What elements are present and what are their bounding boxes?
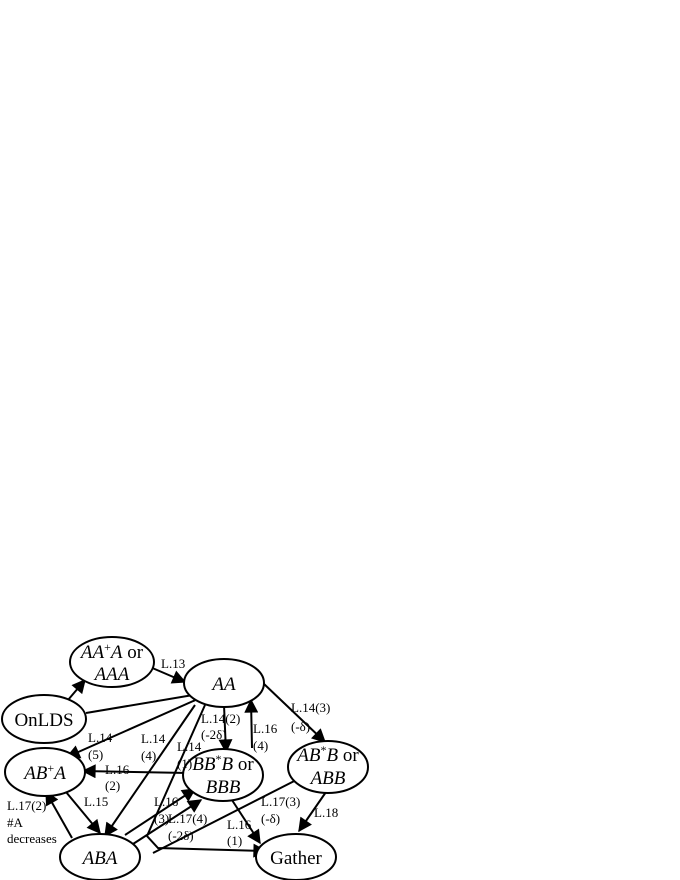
label-l14-2: L.14(2)	[201, 711, 240, 726]
node-abb-line1: AB*B or	[295, 743, 359, 766]
edge-aa-abb	[262, 682, 327, 743]
edge-aba-bbb-1	[124, 788, 197, 836]
node-aba[interactable]: ABA	[59, 833, 141, 880]
label-l16-3-sub: (3)	[154, 811, 169, 826]
label-l16-2-sub: (2)	[105, 778, 120, 793]
edge-aba-bbb-2	[132, 799, 203, 845]
edge-aaa-aa	[149, 666, 187, 684]
label-l17-2-c: decreases	[7, 831, 57, 846]
node-gather[interactable]: Gather	[255, 833, 337, 880]
label-l14-3-delta: (-δ)	[291, 719, 310, 734]
label-l16-1: L.16	[227, 817, 252, 832]
label-l17-3-delta: (-δ)	[261, 811, 280, 826]
edge-aa-bbb	[218, 704, 233, 754]
label-l13: L.13	[161, 656, 185, 671]
label-l14-5: L.14	[88, 730, 113, 745]
edge-aba-plus-aba	[65, 791, 101, 835]
label-l14-4: L.14	[141, 731, 166, 746]
node-aaa-line2: AAA	[93, 664, 130, 685]
node-aa-label: AA	[210, 674, 236, 695]
edge-aa-gather	[145, 704, 268, 858]
node-bbb[interactable]: BB*B or BBB	[182, 748, 264, 802]
node-bbb-line2: BBB	[206, 777, 241, 798]
label-l14-1: L.14	[177, 739, 202, 754]
edge-aba-aba-plus	[45, 790, 73, 839]
label-l16-3: L.16	[154, 794, 179, 809]
node-aa[interactable]: AA	[183, 658, 265, 708]
node-onlds-label: OnLDS	[14, 710, 73, 731]
node-onlds[interactable]: OnLDS	[1, 694, 87, 744]
node-aaa[interactable]: AA+A or AAA	[69, 636, 155, 688]
edge-aba-abb	[152, 772, 312, 854]
label-l18: L.18	[314, 805, 338, 820]
label-l14-5-sub: (5)	[88, 747, 103, 762]
edge-aa-aba	[104, 704, 196, 838]
label-l16-4-sub: (4)	[253, 738, 268, 753]
node-abb[interactable]: AB*B or ABB	[287, 740, 369, 794]
label-l17-4: L.17(4)	[168, 811, 207, 826]
label-l14-1-sub: (1)	[177, 756, 192, 771]
node-aaa-line1: AA+A or	[79, 640, 144, 663]
edges	[45, 666, 327, 858]
label-l14-2-delta: (-2δ)	[201, 727, 227, 742]
node-abb-line2: ABB	[309, 768, 346, 789]
node-bbb-line1: BB*B or	[192, 752, 254, 775]
label-l15: L.15	[84, 794, 108, 809]
node-aba-plus-label: AB+A	[22, 761, 66, 784]
edge-bbb-aa	[244, 698, 259, 749]
node-aba-plus[interactable]: AB+A	[4, 747, 86, 797]
label-l16-1-sub: (1)	[227, 833, 242, 848]
nodes: AA+A or AAA AA OnLDS AB*B or ABB AB+A	[1, 636, 369, 880]
label-l14-3: L.14(3)	[291, 700, 330, 715]
edge-aa-aba-plus	[65, 697, 201, 759]
label-l17-4-delta: (-2δ)	[168, 828, 194, 843]
label-l17-2-b: #A	[7, 815, 24, 830]
edge-bbb-gather	[229, 796, 261, 845]
edge-labels: L.13 L.14(3) (-δ) L.14(2) (-2δ) L.16 (4)…	[7, 656, 338, 848]
edge-onlds-aaa	[67, 678, 86, 701]
label-l17-3: L.17(3)	[261, 794, 300, 809]
label-l14-4-sub: (4)	[141, 748, 156, 763]
node-gather-label: Gather	[270, 848, 322, 869]
edge-abb-gather	[298, 791, 327, 833]
edge-bbb-aba-plus	[81, 764, 189, 779]
node-aba-label: ABA	[81, 848, 118, 869]
label-l16-4: L.16	[253, 721, 278, 736]
edge-onlds-aa	[85, 688, 207, 714]
label-l17-2: L.17(2)	[7, 798, 46, 813]
label-l16-2: L.16	[105, 762, 130, 777]
